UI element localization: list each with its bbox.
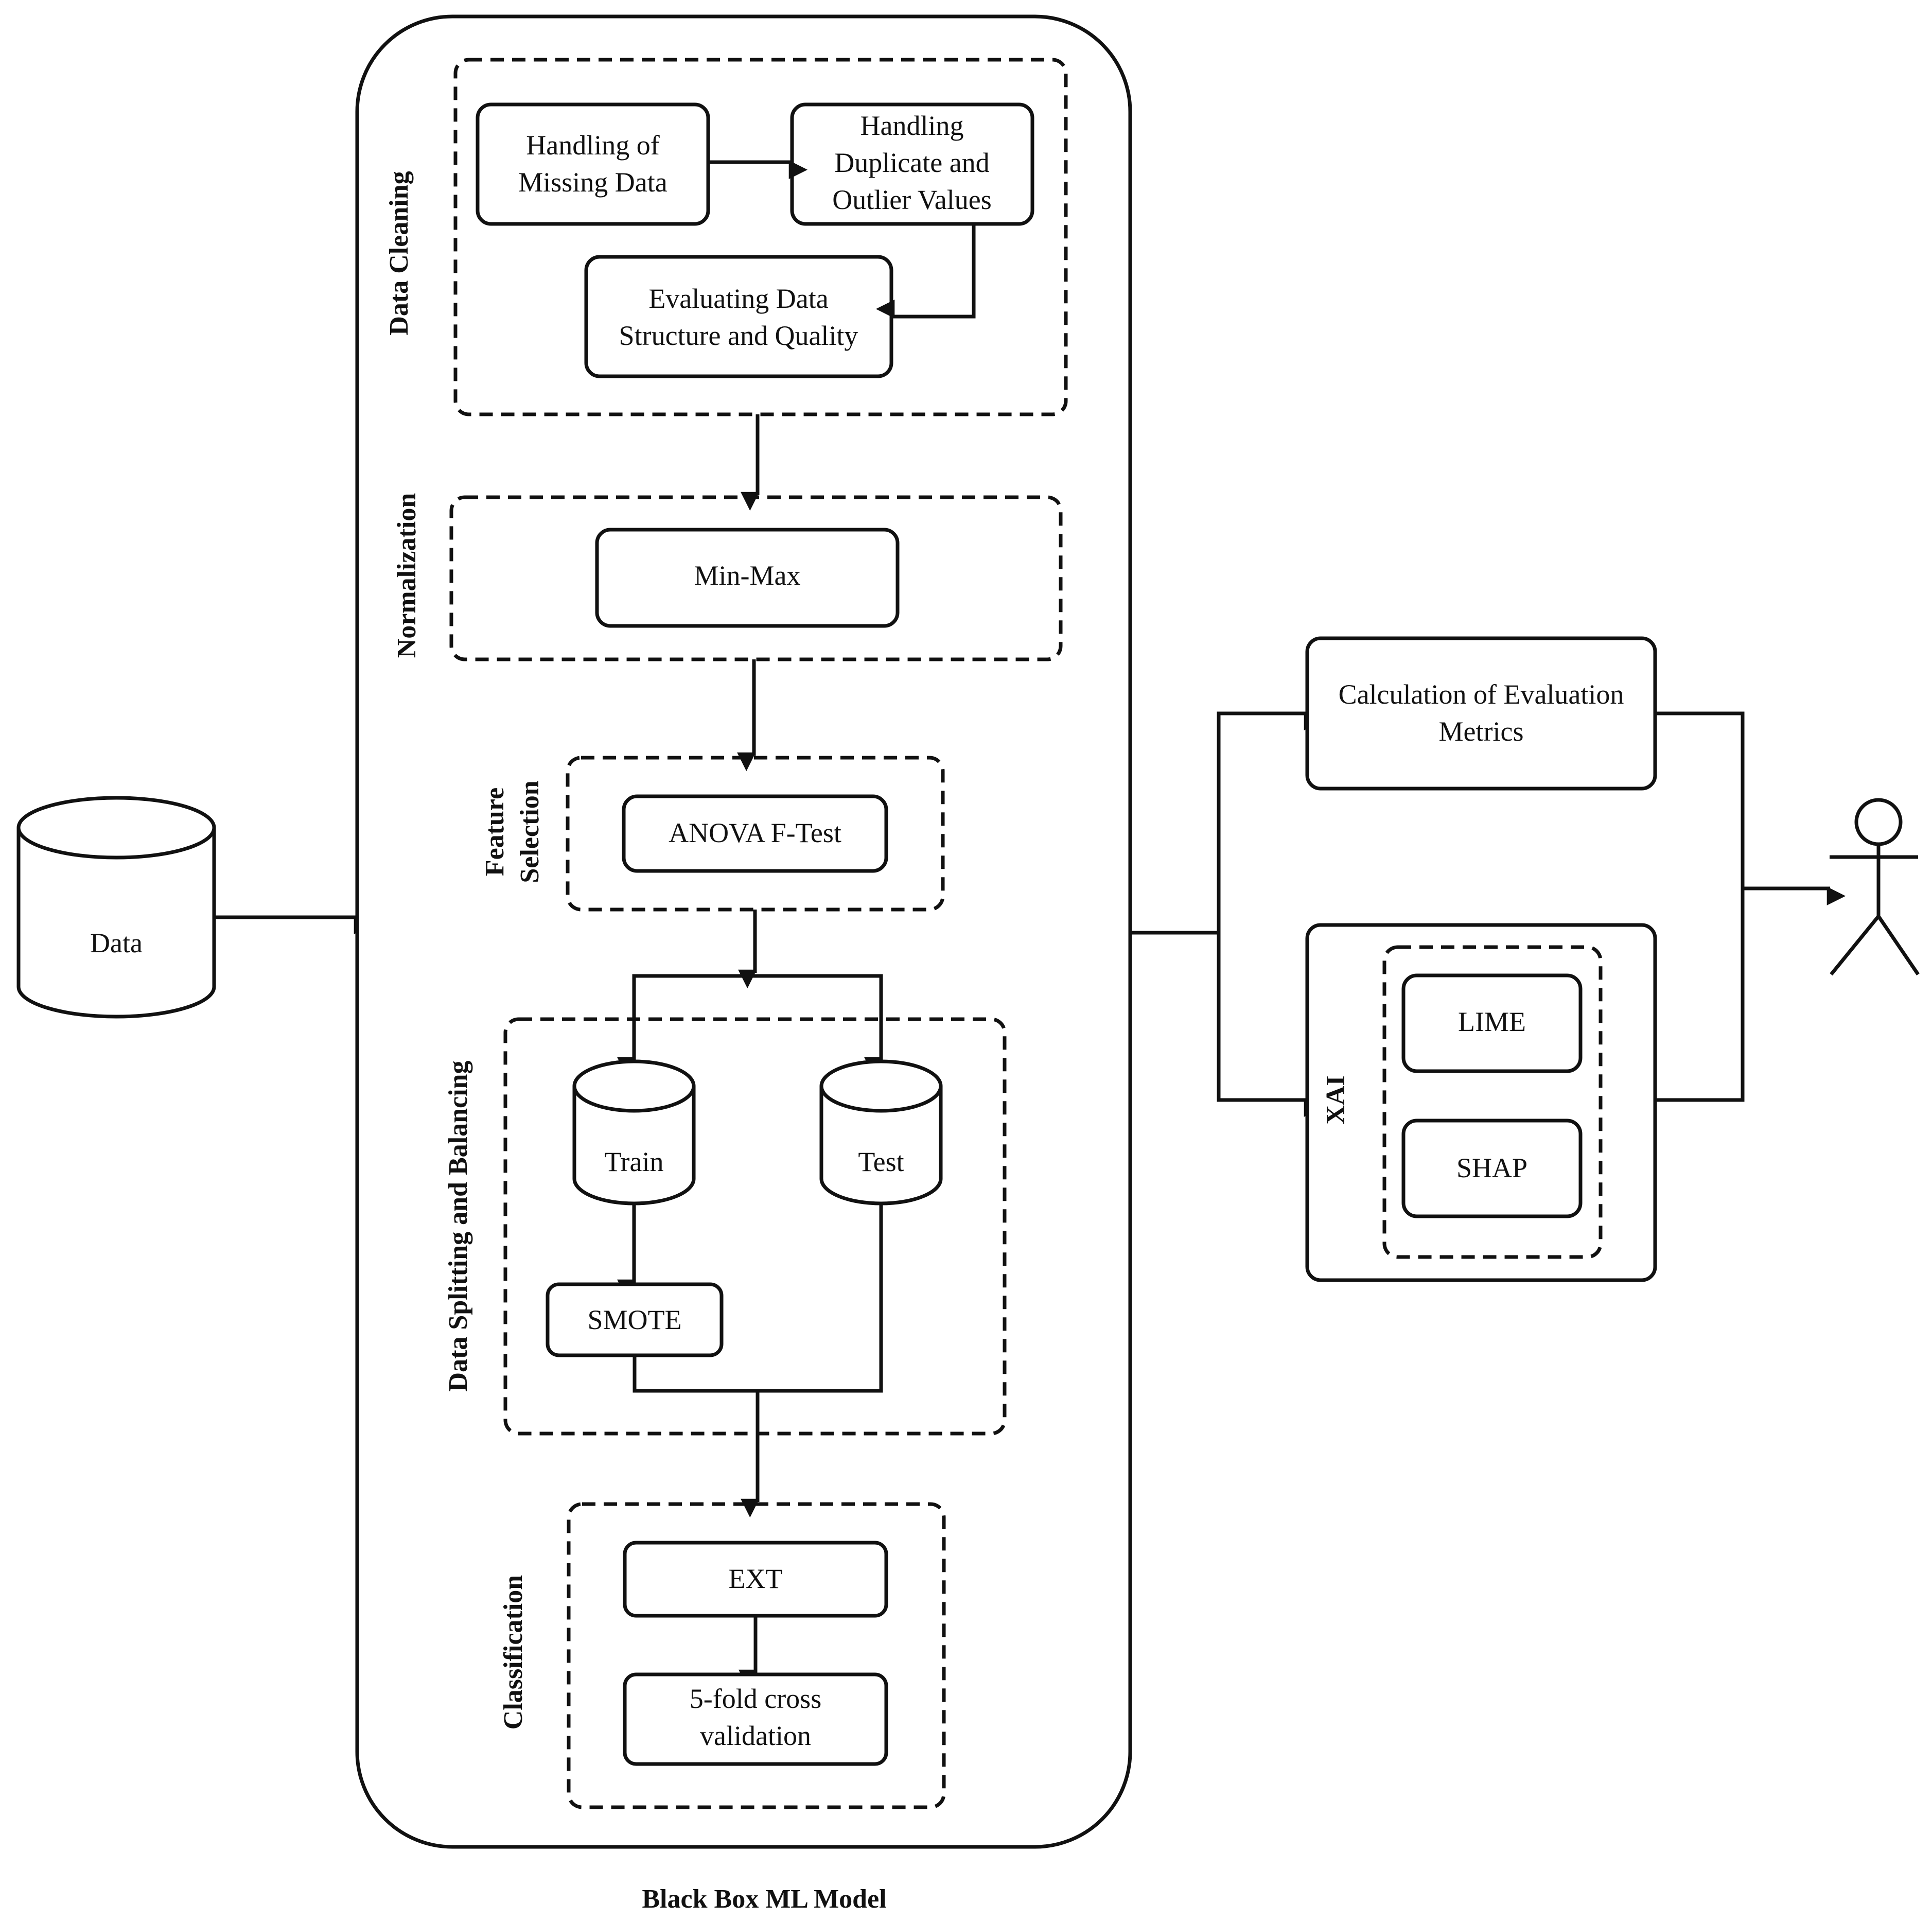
lime-text: LIME (1458, 1006, 1526, 1037)
classification-label: Classification (499, 1575, 528, 1730)
handling-duplicate-text-3: Outlier Values (832, 184, 991, 215)
data-cleaning-group: Data Cleaning Handling of Missing Data H… (384, 58, 1068, 416)
ext-text: EXT (729, 1563, 783, 1594)
smote-text: SMOTE (587, 1304, 681, 1335)
train-cylinder: Train (572, 1059, 696, 1206)
anova-f-test-text: ANOVA F-Test (669, 817, 841, 848)
shap-box (1401, 1119, 1583, 1218)
xai-dashed-frame (1382, 945, 1603, 1259)
evaluation-metrics-box (1305, 636, 1657, 791)
classification-group: Classification EXT 5-fold cross validati… (499, 1502, 946, 1809)
train-label: Train (604, 1146, 663, 1177)
data-source-cylinder: Data (16, 796, 216, 1019)
shap-text: SHAP (1456, 1152, 1527, 1183)
arrow-model-to-metrics (1130, 711, 1323, 935)
user-stick-figure-icon (1830, 798, 1920, 976)
data-splitting-dashed-frame (503, 1017, 1007, 1436)
test-label: Test (858, 1146, 904, 1177)
data-cleaning-dashed-frame (453, 58, 1068, 416)
feature-selection-label-2: Selection (515, 780, 545, 883)
lime-box (1401, 973, 1583, 1073)
handling-missing-data-text-1: Handling of (526, 130, 659, 161)
evaluation-metrics-text-1: Calculation of Evaluation (1339, 679, 1624, 710)
evaluation-metrics-text-2: Metrics (1439, 716, 1524, 747)
feature-selection-dashed-frame (566, 756, 945, 912)
evaluating-data-structure-box (584, 255, 893, 378)
handling-missing-data-box (476, 102, 710, 226)
data-cleaning-label: Data Cleaning (384, 171, 414, 335)
handling-duplicate-text-2: Duplicate and (834, 147, 989, 178)
normalization-label: Normalization (392, 493, 421, 658)
cross-validation-box (623, 1672, 888, 1766)
merge-outputs-line (1655, 711, 1745, 1102)
min-max-text: Min-Max (694, 560, 801, 591)
classification-dashed-frame (567, 1502, 946, 1809)
data-splitting-group: Data Splitting and Balancing Train Test … (444, 1017, 1007, 1436)
black-box-title: Black Box ML Model (642, 1884, 886, 1914)
evaluating-data-text-2: Structure and Quality (619, 320, 858, 351)
arrow-model-to-xai (1217, 933, 1323, 1117)
data-source-label: Data (90, 928, 143, 958)
arrow-duplicate-to-evaluating (875, 224, 976, 319)
normalization-dashed-frame (449, 495, 1063, 661)
xai-group: XAI LIME SHAP (1305, 923, 1657, 1282)
test-cylinder: Test (819, 1059, 943, 1206)
min-max-box (595, 528, 900, 628)
feature-selection-group: Feature Selection ANOVA F-Test (480, 756, 945, 912)
cross-validation-text-1: 5-fold cross (690, 1683, 821, 1714)
cross-validation-text-2: validation (700, 1720, 811, 1751)
feature-selection-label-1: Feature (480, 788, 510, 876)
data-splitting-label: Data Splitting and Balancing (444, 1061, 473, 1392)
xai-label: XAI (1321, 1075, 1350, 1124)
handling-missing-data-text-2: Missing Data (518, 167, 668, 198)
normalization-group: Normalization Min-Max (392, 493, 1063, 661)
anova-f-test-box (622, 794, 888, 873)
handling-duplicate-text-1: Handling (860, 110, 964, 141)
evaluating-data-text-1: Evaluating Data (648, 283, 828, 314)
